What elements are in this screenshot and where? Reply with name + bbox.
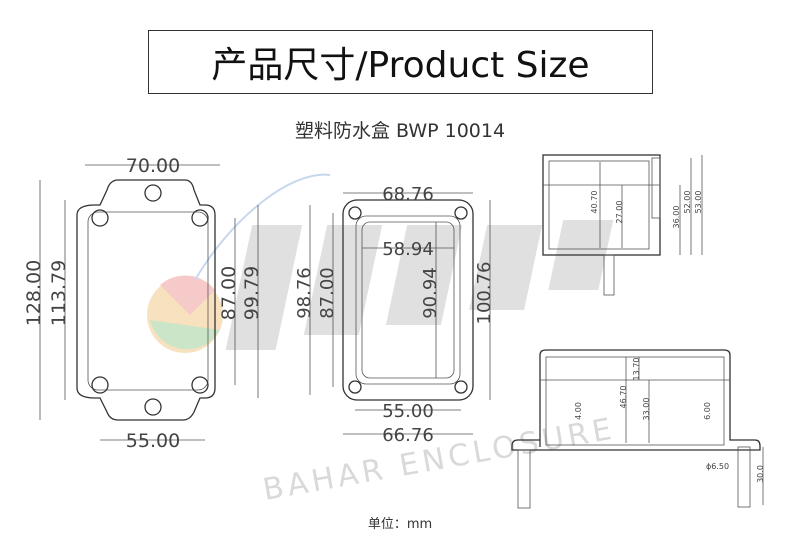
page-title: 产品尺寸/Product Size bbox=[148, 30, 653, 94]
dim-screw-diameter: ϕ6.50 bbox=[706, 462, 729, 471]
dim-bottom-width: 55.00 bbox=[126, 430, 180, 452]
lid-view: 68.76 58.94 55.00 66.76 98.76 87.00 90.9… bbox=[294, 184, 495, 446]
dim-hole-spacing: 87.00 bbox=[218, 266, 240, 320]
watermark: BAHAR ENCLOSURE bbox=[147, 173, 618, 508]
dim-boss: 6.00 bbox=[703, 402, 712, 420]
dim-side-inner-depth: 40.70 bbox=[590, 191, 599, 214]
dim-lid-hole-spacing: 87.00 bbox=[317, 267, 338, 319]
dim-screw-length: 30.0 bbox=[756, 465, 765, 483]
dim-bottom-inner-depth: 46.70 bbox=[619, 386, 628, 409]
dim-top-width: 70.00 bbox=[126, 155, 180, 177]
dim-lid-depth: 13.70 bbox=[632, 358, 641, 381]
dim-lid-hole-width: 55.00 bbox=[382, 401, 434, 422]
dim-side-height-1: 52.00 bbox=[683, 191, 692, 214]
dim-floor: 4.00 bbox=[574, 402, 583, 420]
dim-lid-outer-width: 68.76 bbox=[382, 184, 434, 205]
dim-side-height-2: 53.00 bbox=[694, 191, 703, 214]
dim-lid-bottom-width: 66.76 bbox=[382, 425, 434, 446]
dim-side-body-height: 36.00 bbox=[672, 206, 681, 229]
dim-side-base-depth: 27.00 bbox=[615, 201, 624, 224]
dim-bottom-base-depth: 33.00 bbox=[642, 398, 651, 421]
watermark-tagline: BAHAR ENCLOSURE bbox=[260, 411, 618, 507]
dim-lid-inner-width: 58.94 bbox=[382, 239, 434, 260]
dim-lid-inner-height: 90.94 bbox=[420, 267, 441, 319]
dim-lid-outer-height-right: 100.76 bbox=[474, 262, 495, 325]
side-view-top: 40.70 27.00 36.00 52.00 53.00 bbox=[542, 154, 703, 296]
side-view-bottom: 13.70 46.70 33.00 4.00 6.00 ϕ6.50 30.0 bbox=[511, 349, 765, 509]
dim-lid-outer-height-left: 98.76 bbox=[294, 267, 315, 319]
front-view: 70.00 55.00 128.00 113.79 87.00 99.79 bbox=[23, 155, 263, 452]
dim-total-height: 128.00 bbox=[23, 260, 45, 326]
dim-inner-height: 99.79 bbox=[241, 266, 263, 320]
dim-body-height: 113.79 bbox=[48, 260, 70, 326]
page-title-text: 产品尺寸/Product Size bbox=[211, 45, 590, 86]
unit-label: 单位：mm bbox=[367, 517, 433, 532]
product-model: 塑料防水盒 BWP 10014 bbox=[294, 120, 506, 142]
